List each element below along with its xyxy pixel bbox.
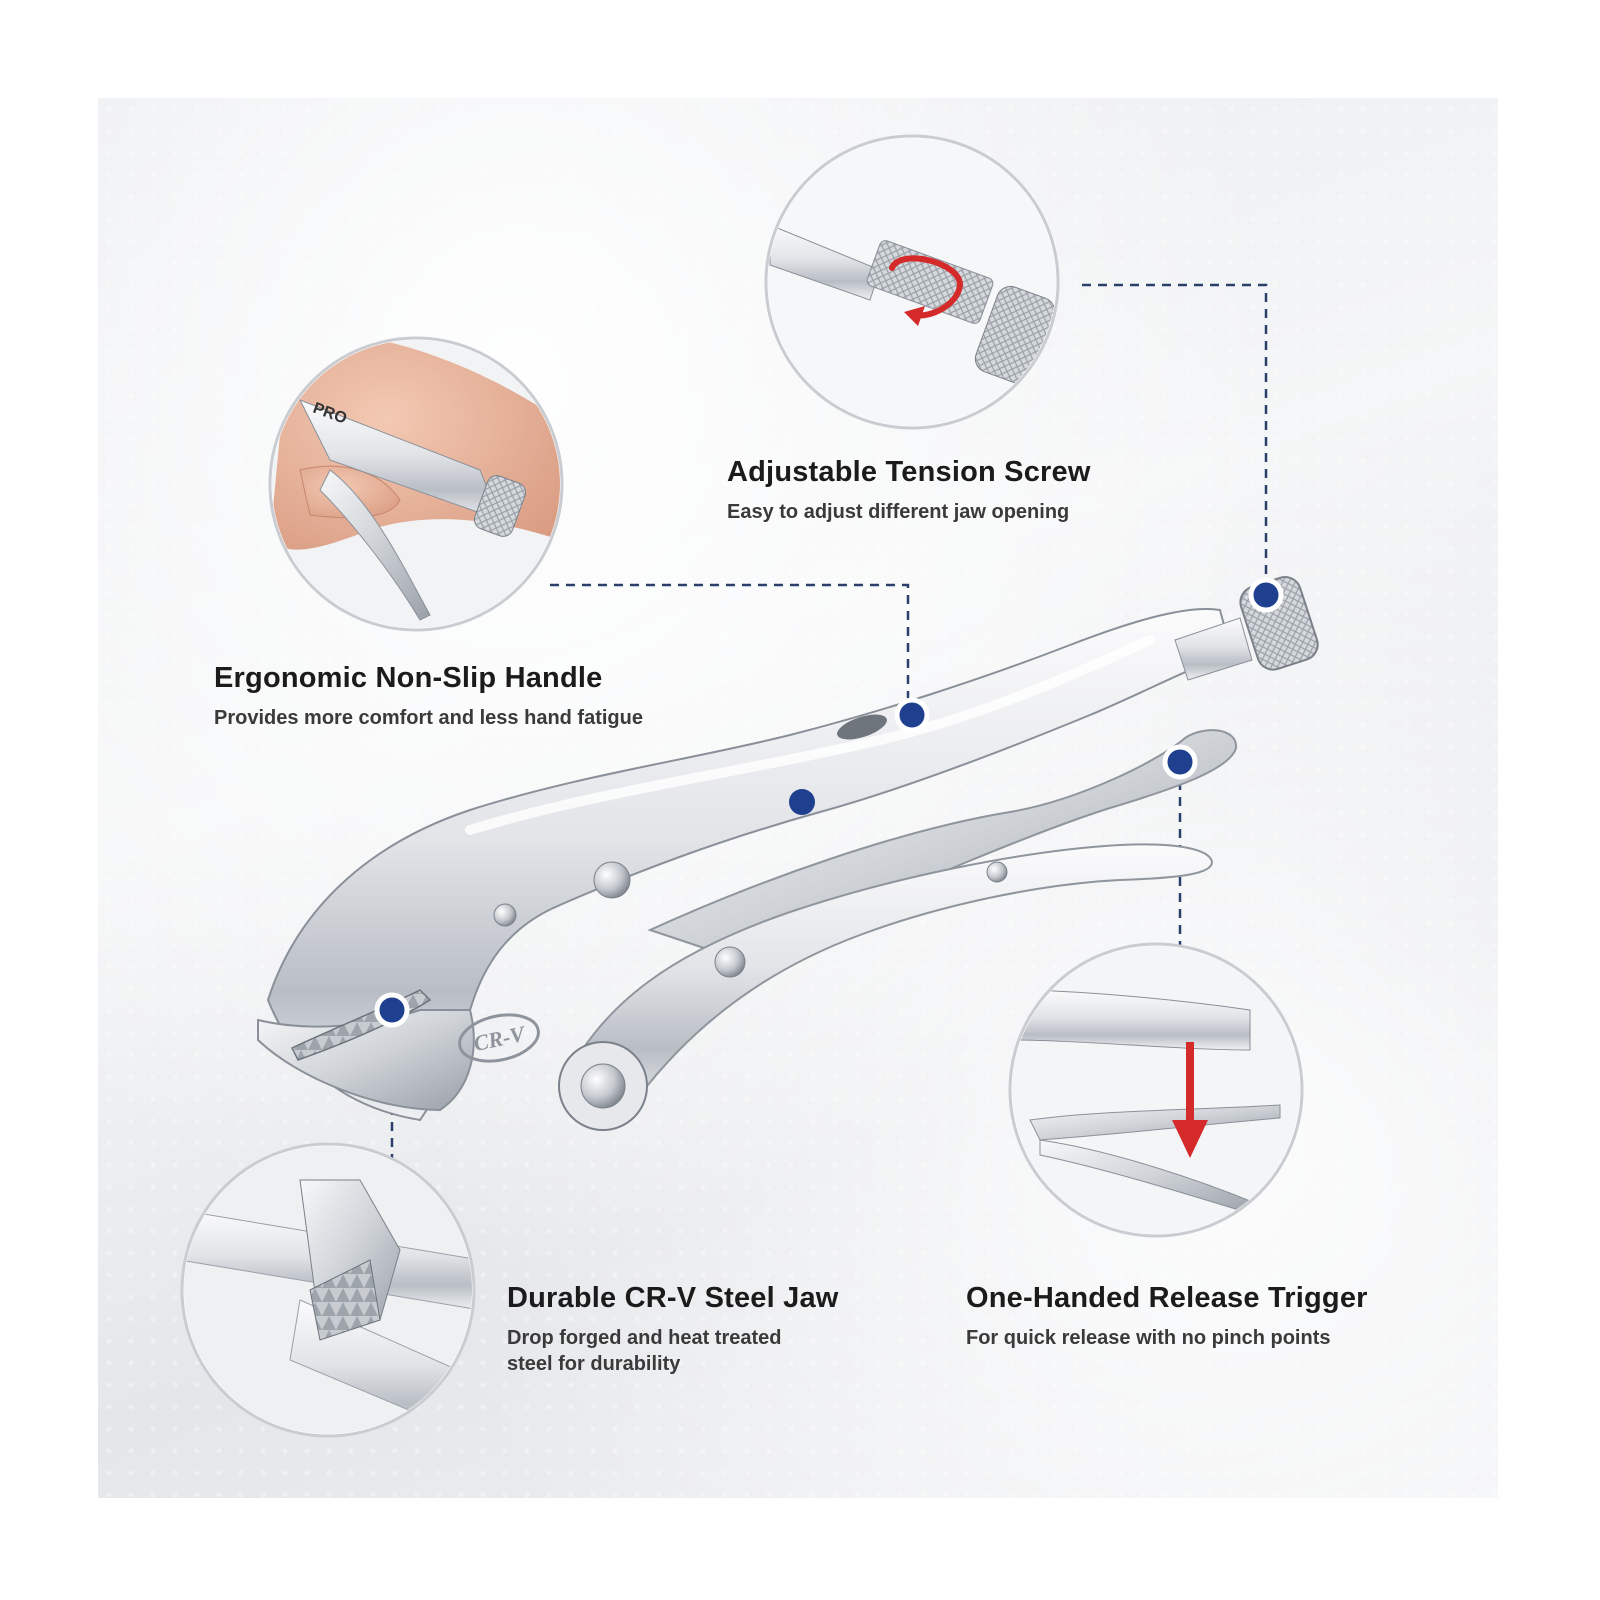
callout-dot-icon [374, 992, 410, 1028]
feature-title-jaw: Durable CR-V Steel Jaw [507, 1282, 839, 1314]
feature-desc-jaw-line-1: Drop forged and heat treated [507, 1327, 782, 1349]
callout-dot-icon [1248, 577, 1284, 613]
feature-desc-tension-screw: Easy to adjust different jaw opening [727, 501, 1070, 523]
crv-marking-text: CR-V [471, 1020, 529, 1056]
grip-slot [837, 714, 887, 740]
feature-title-tension-screw: Adjustable Tension Screw [727, 456, 1091, 488]
detail-circle-jaw [180, 1142, 476, 1438]
feature-desc-handle: Provides more comfort and less hand fati… [214, 707, 643, 729]
leader-line-tension-screw [1082, 283, 1268, 595]
rivet-1 [593, 861, 631, 899]
detail-circle-release-trigger [1008, 942, 1304, 1238]
callout-dot-icon [894, 697, 930, 733]
crv-marking-oval [458, 1013, 540, 1063]
callout-dot-icon [789, 789, 815, 815]
red-down-arrow-icon [1186, 1042, 1194, 1128]
pivot-rivet [580, 1063, 626, 1109]
detail-circle-tension-screw [764, 134, 1060, 430]
red-rotation-arrow-head [904, 306, 925, 326]
rivet-3 [714, 946, 746, 978]
release-lever [647, 729, 1238, 962]
locking-pliers: CR-V [257, 575, 1319, 1131]
feature-desc-release-trigger: For quick release with no pinch points [966, 1327, 1331, 1349]
red-rotation-arrow-icon [889, 255, 964, 319]
feature-desc-jaw: Drop forged and heat treated steel for d… [507, 1325, 839, 1377]
screw-shaft [1174, 617, 1253, 681]
callout-dot-icon [1162, 744, 1198, 780]
detail-circle-handle: PRO [268, 336, 564, 632]
feature-title-handle: Ergonomic Non-Slip Handle [214, 662, 603, 694]
rivet-2 [493, 903, 517, 927]
lower-jaw [257, 1009, 475, 1112]
feature-desc-jaw-line-2: steel for durability [507, 1353, 681, 1375]
caption-jaw: Durable CR-V Steel Jaw Drop forged and h… [507, 1282, 839, 1377]
caption-tension-screw: Adjustable Tension Screw Easy to adjust … [727, 456, 1091, 525]
caption-handle: Ergonomic Non-Slip Handle Provides more … [214, 662, 643, 731]
leader-line-handle [550, 583, 910, 715]
red-down-arrow-head [1172, 1120, 1208, 1158]
callout-dots [374, 577, 1284, 1028]
handle-highlight [465, 635, 1155, 835]
rivet-4 [986, 861, 1008, 883]
caption-release-trigger: One-Handed Release Trigger For quick rel… [966, 1282, 1368, 1351]
feature-title-release-trigger: One-Handed Release Trigger [966, 1282, 1368, 1314]
